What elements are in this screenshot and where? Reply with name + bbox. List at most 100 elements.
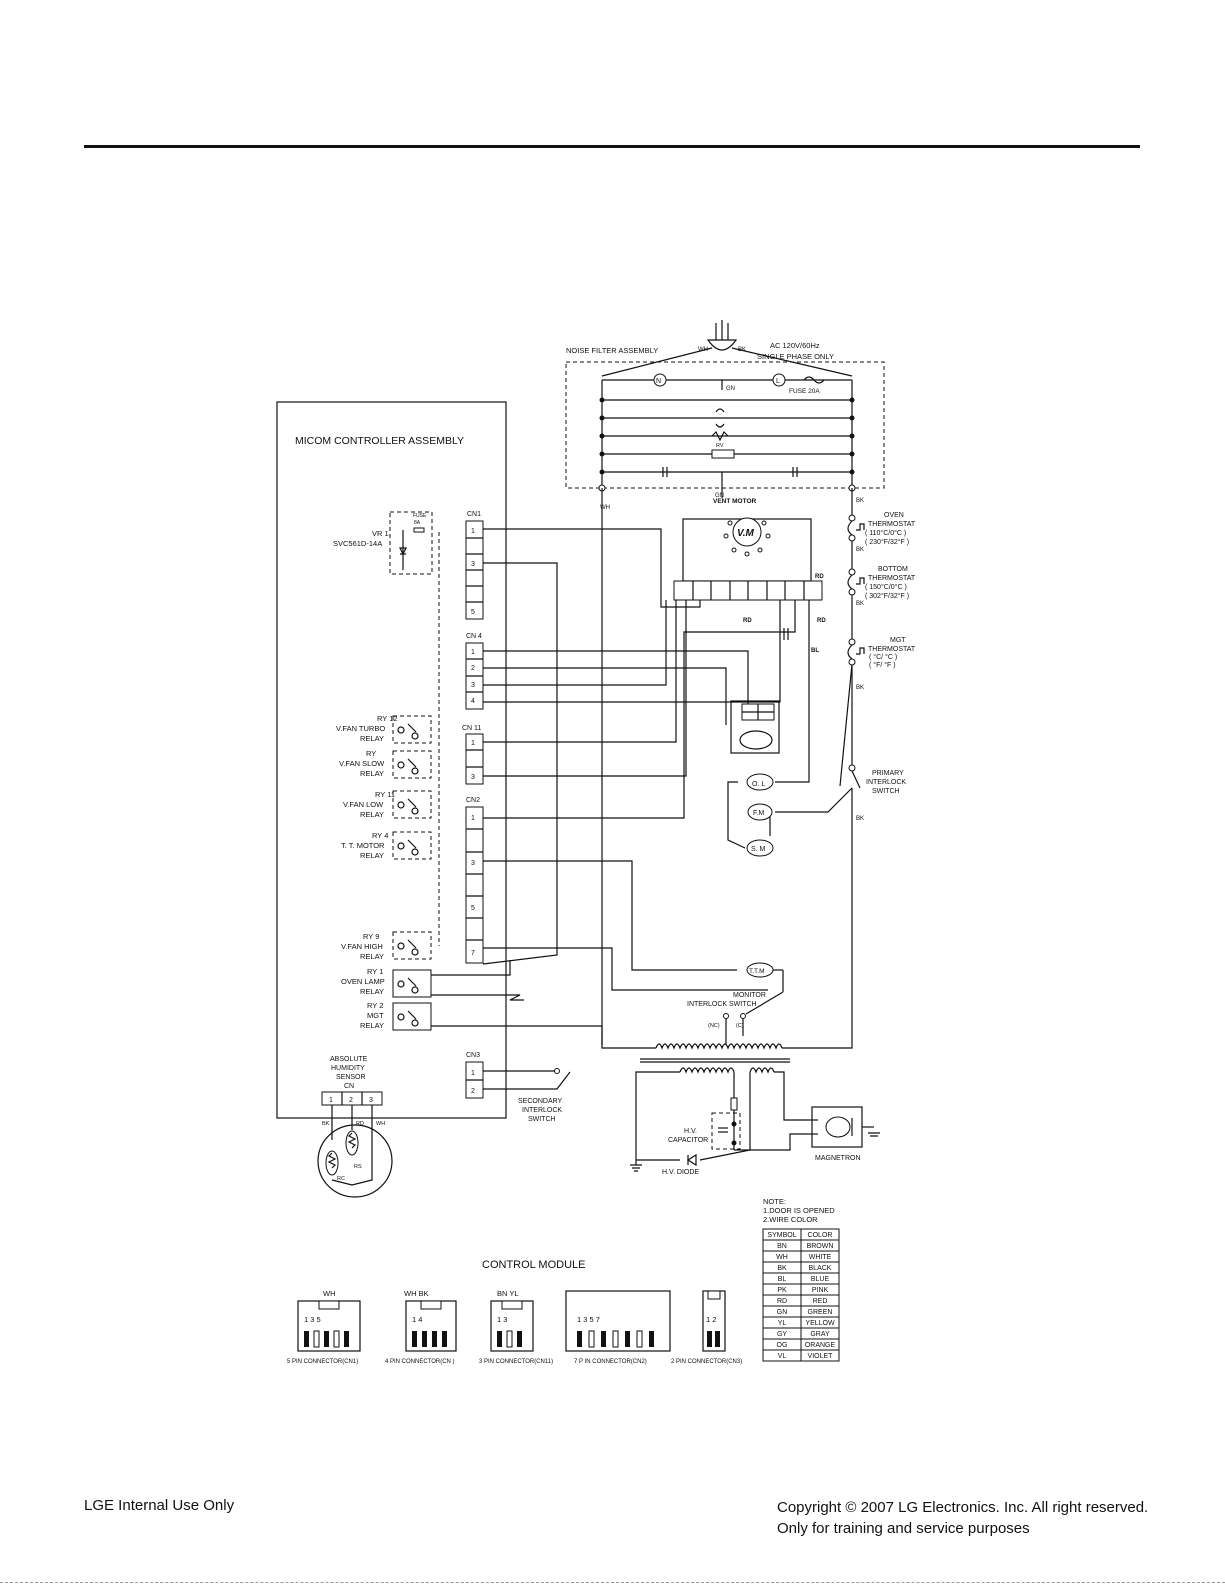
svg-text:1 3 5 7: 1 3 5 7	[577, 1315, 600, 1324]
svg-text:RS: RS	[354, 1164, 362, 1170]
svg-text:BK: BK	[322, 1121, 330, 1127]
relay-ry9: RY 9 V.FAN HIGH RELAY	[341, 931, 432, 961]
svg-text:V.FAN HIGH: V.FAN HIGH	[341, 942, 383, 951]
wire-color-cell	[800, 1349, 840, 1362]
gn-label-top: GN	[726, 386, 735, 392]
svg-text:BK: BK	[856, 601, 864, 607]
vr1-part: SVC561D-14A	[333, 539, 382, 548]
svg-text:SENSOR: SENSOR	[336, 1074, 366, 1081]
svg-text:MGT: MGT	[890, 637, 906, 644]
svg-text:( 110°C/0°C ): ( 110°C/0°C )	[865, 529, 906, 537]
svg-text:BK: BK	[856, 547, 864, 553]
wire-symbol: SYMBOL	[767, 1232, 796, 1239]
hv-diode: H.V. DIODE	[662, 1153, 699, 1176]
svg-text:3: 3	[471, 774, 475, 781]
svg-text:V.FAN SLOW: V.FAN SLOW	[339, 759, 385, 768]
footer-training-line: Only for training and service purposes	[777, 1520, 1030, 1537]
mgt-thermostat: MGT THERMOSTAT ( °C/ °C ) ( °F/ °F )	[847, 637, 916, 669]
svg-text:RELAY: RELAY	[360, 1021, 384, 1030]
svg-text:3: 3	[471, 682, 475, 689]
connector-cn4: WH BK 1 4 4 PIN CONNECTOR(CN )	[385, 1289, 457, 1365]
svg-text:RY 12: RY 12	[377, 714, 398, 723]
svg-text:MONITOR: MONITOR	[733, 992, 766, 999]
cn4-connector: CN 4 1 2 3 4	[465, 633, 484, 710]
wh-mark: WH	[698, 347, 708, 353]
cn3-connector: CN3 1 2	[465, 1052, 484, 1099]
wire-color-name: GREEN	[808, 1309, 833, 1316]
footer-copyright-line: Copyright © 2007 LG Electronics. Inc. Al…	[777, 1499, 1149, 1516]
svg-text:V.FAN TURBO: V.FAN TURBO	[336, 724, 385, 733]
micom-title: MICOM CONTROLLER ASSEMBLY	[295, 435, 464, 447]
vent-motor: VENT MOTOR V.M RD RD RD BL	[673, 498, 826, 654]
svg-text:RY 1: RY 1	[367, 967, 383, 976]
magnetron: MAGNETRON	[734, 1106, 880, 1162]
svg-text:RY 9: RY 9	[363, 932, 379, 941]
svg-text:MAGNETRON: MAGNETRON	[815, 1155, 861, 1162]
thermostats: OVEN THERMOSTAT ( 110°C/0°C ) ( 230°F/32…	[847, 512, 916, 822]
svg-text:( °C/ °C ): ( °C/ °C )	[869, 653, 897, 661]
svg-text:4: 4	[471, 698, 475, 705]
wire-color-name: GRAY	[810, 1331, 830, 1338]
ttm-label: T.T.M	[749, 968, 765, 975]
gn-label-bottom: GN	[715, 493, 724, 499]
vr1-fuse-value: 8A	[414, 520, 421, 526]
bk-label: BK	[856, 498, 864, 504]
vent-motor-icon	[732, 517, 762, 547]
svg-text:RELAY: RELAY	[360, 851, 384, 860]
power-label-1: AC 120V/60Hz	[770, 341, 820, 350]
wire-color-name: BLACK	[809, 1265, 832, 1272]
wire-color-row: VL VIOLET	[762, 1349, 840, 1362]
svg-text:WH BK: WH BK	[404, 1289, 429, 1298]
svg-text:BK: BK	[856, 685, 864, 691]
svg-text:1: 1	[471, 649, 475, 656]
motor-plug	[730, 700, 780, 754]
wire-symbol: VL	[778, 1353, 787, 1360]
svg-text:1: 1	[471, 815, 475, 822]
control-module-title: CONTROL MODULE	[482, 1259, 586, 1271]
svg-text:RC: RC	[337, 1176, 345, 1182]
resistor-icon	[711, 430, 729, 442]
svg-text:THERMOSTAT: THERMOSTAT	[868, 646, 916, 653]
primary-interlock-switch: PRIMARY INTERLOCK SWITCH	[848, 764, 906, 795]
wire-color-name: PINK	[812, 1287, 829, 1294]
relay-ry4: RY 4 T. T. MOTOR RELAY	[341, 831, 432, 860]
rv-label: RV	[716, 443, 724, 449]
wire-color-name: VIOLET	[808, 1353, 834, 1360]
note-wire-color: 2.WIRE COLOR	[763, 1215, 818, 1224]
bottom-rule	[0, 1582, 1225, 1584]
relay-ry12: RY 12 V.FAN TURBO RELAY	[336, 714, 432, 744]
relay-ry2: RY 2 MGT RELAY	[360, 1001, 432, 1031]
vr1-fuse-label: FUSE	[413, 513, 427, 519]
svg-text:2: 2	[471, 1088, 475, 1095]
svg-text:2: 2	[471, 665, 475, 672]
sm-icon	[746, 839, 774, 857]
svg-text:RELAY: RELAY	[360, 734, 384, 743]
fm-label: F.M	[753, 810, 764, 817]
varistor-icon	[711, 449, 735, 459]
svg-text:1: 1	[329, 1097, 333, 1104]
wiring	[431, 488, 853, 1090]
secondary-interlock-switch: SECONDARY INTERLOCK SWITCH	[518, 1098, 563, 1123]
fuse-20a-label: FUSE 20A	[789, 388, 820, 395]
wh-label: WH	[600, 505, 610, 511]
cn1-connector: CN1 1 3 5	[465, 511, 484, 620]
svg-text:CN2: CN2	[466, 797, 480, 804]
ground-icon	[630, 1164, 642, 1172]
wire-symbol: GY	[777, 1331, 787, 1338]
svg-text:3: 3	[471, 860, 475, 867]
relay-ry1: RY 1 OVEN LAMP RELAY	[341, 967, 432, 998]
svg-text:3: 3	[471, 561, 475, 568]
wire-color-name: YELLOW	[805, 1320, 835, 1327]
svg-text:1: 1	[471, 1070, 475, 1077]
svg-text:BK: BK	[856, 816, 864, 822]
svg-text:SWITCH: SWITCH	[528, 1116, 556, 1123]
monitor-section: T.T.M MONITOR INTERLOCK SWITCH (NC) (C)	[687, 962, 784, 1045]
svg-text:(NC): (NC)	[708, 1023, 720, 1029]
svg-text:7 P IN CONNECTOR(CN2): 7 P IN CONNECTOR(CN2)	[574, 1359, 647, 1365]
svg-text:RY: RY	[366, 749, 376, 758]
wire-color-name: BROWN	[807, 1243, 834, 1250]
